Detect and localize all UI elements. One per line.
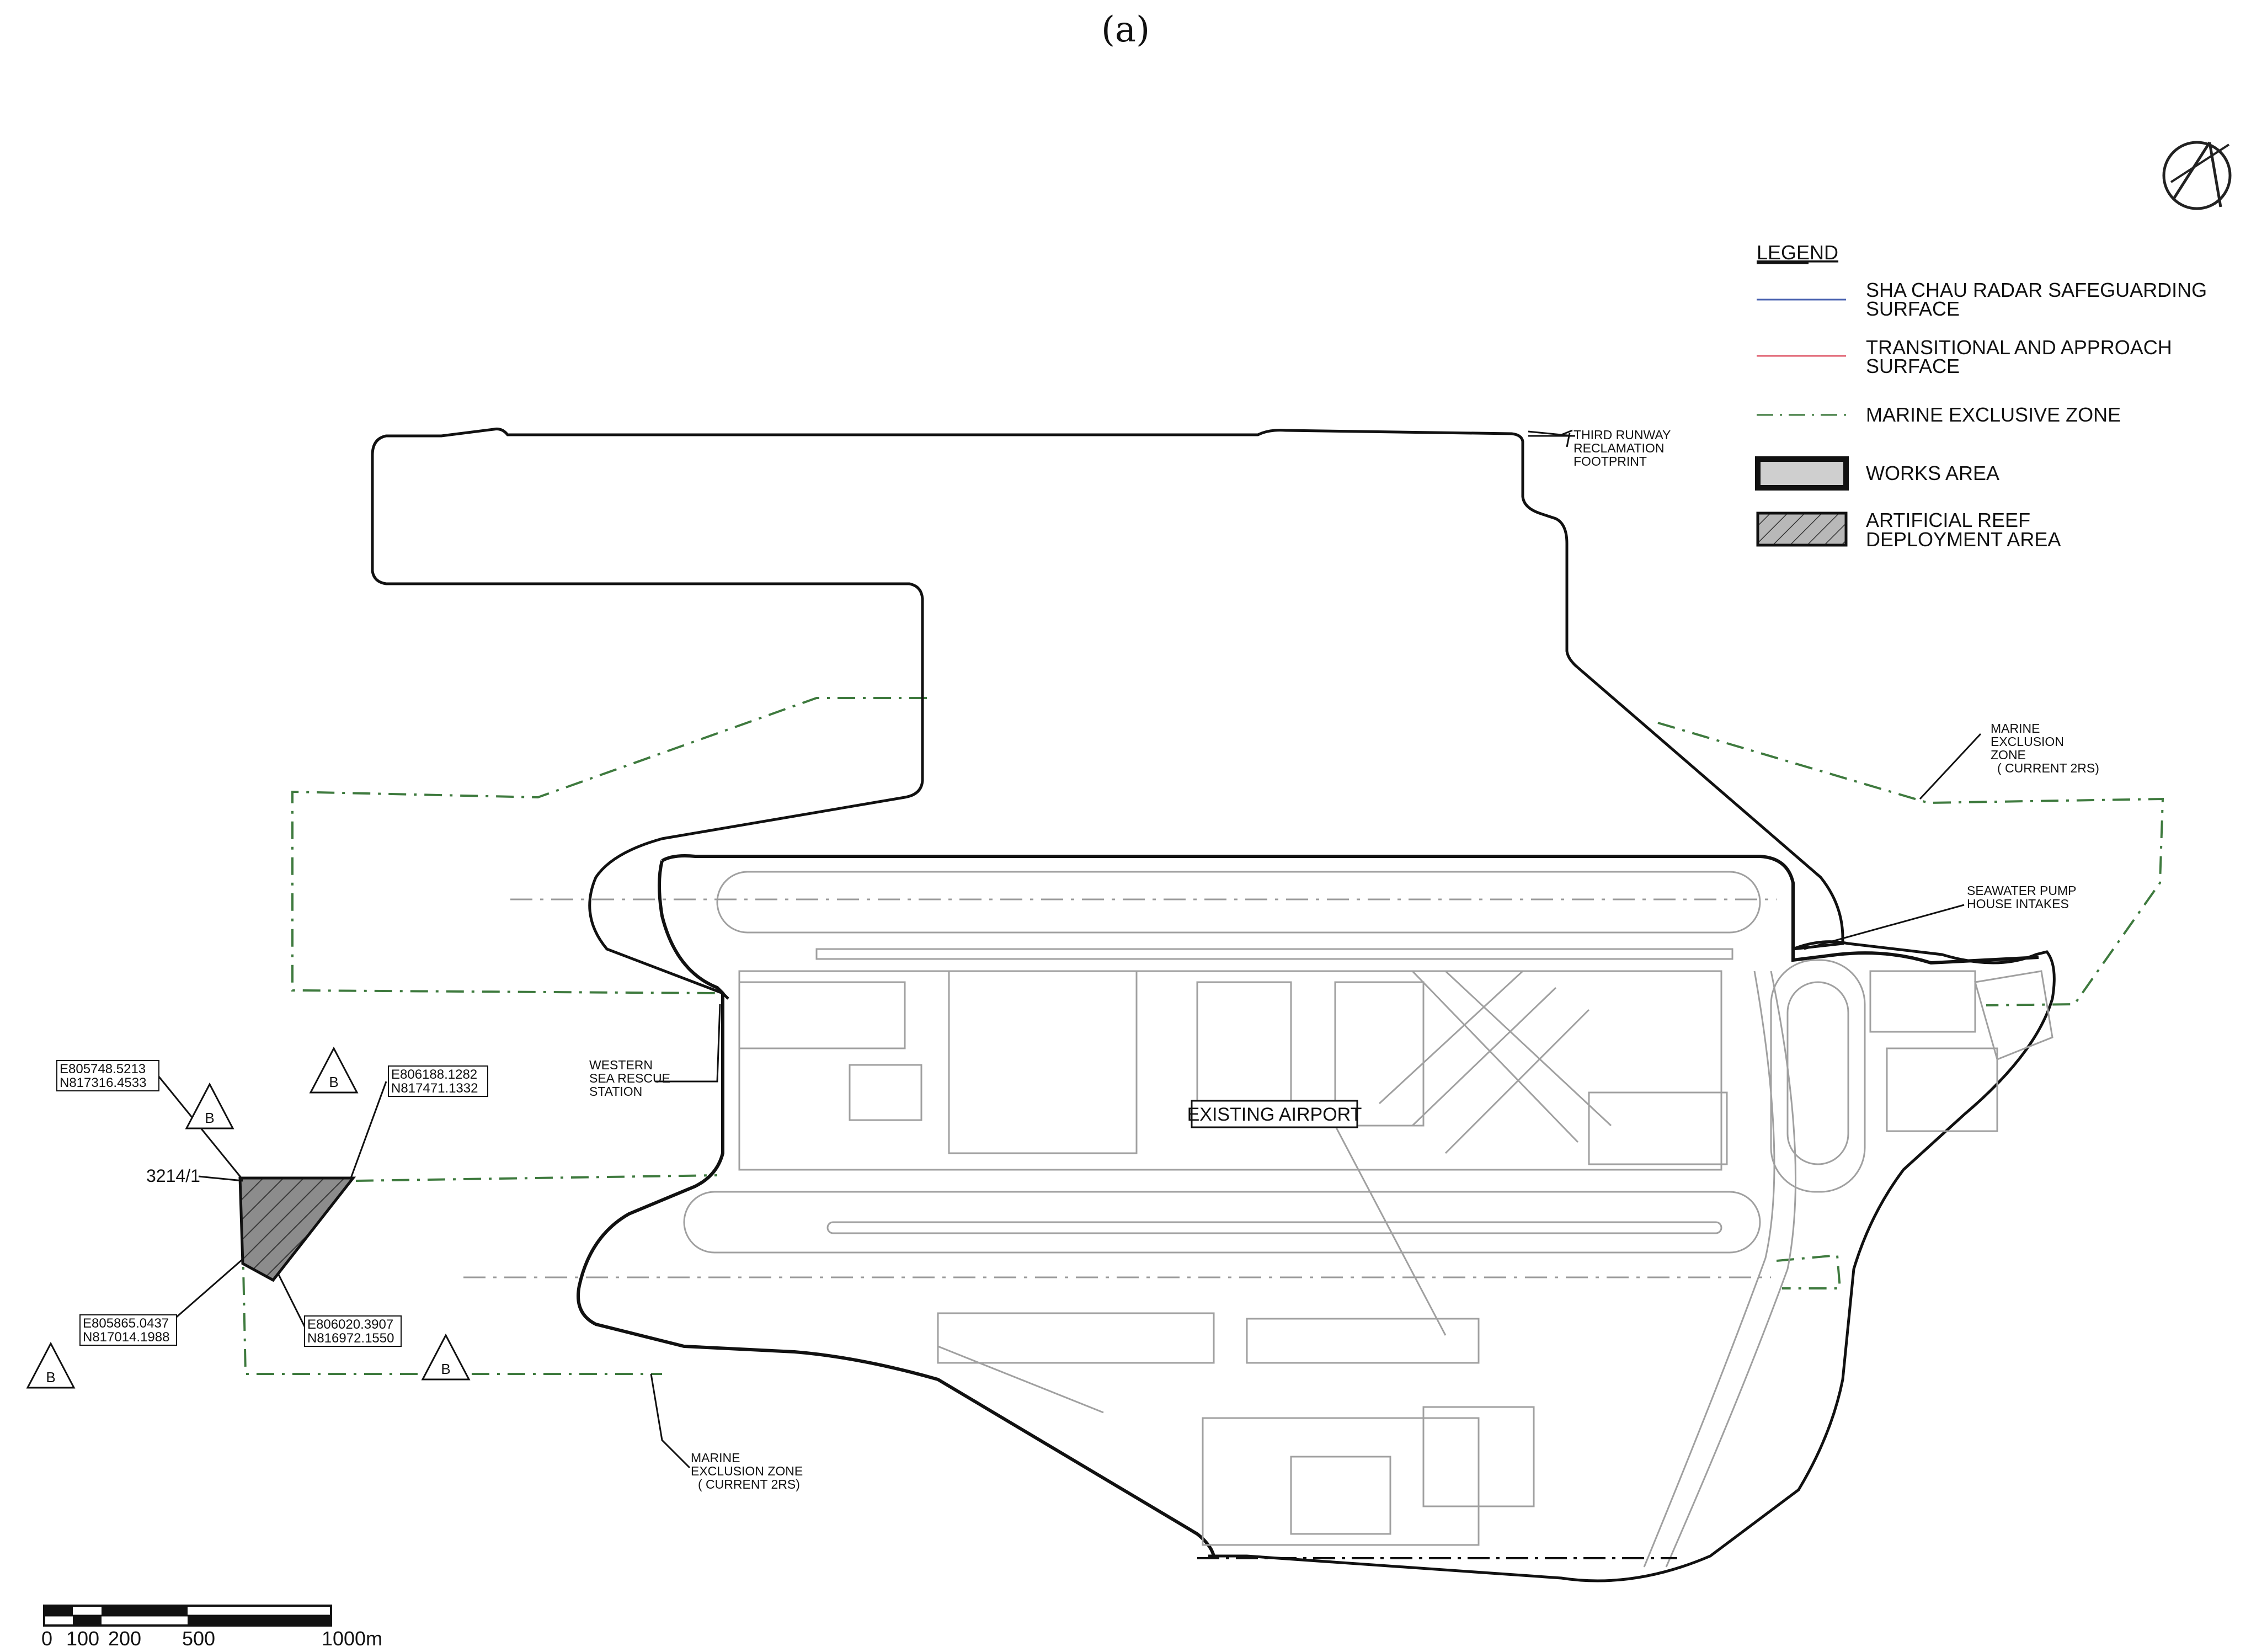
section-marker-b: B	[185, 1082, 234, 1129]
scale-tick-0: 0	[41, 1627, 52, 1650]
legend-marine-line-1: MARINE EXCLUSIVE ZONE	[1866, 403, 2121, 426]
legend-radar-line-1: SHA CHAU RADAR SAFEGUARDING	[1866, 279, 2207, 301]
svg-text:SHA CHAU RADAR SAFEGUARDING: SHA CHAU RADAR SAFEGUARDING	[1866, 279, 2207, 301]
svg-text:HOUSE INTAKES: HOUSE INTAKES	[1967, 897, 2069, 911]
svg-text:N817471.1332: N817471.1332	[391, 1081, 478, 1096]
svg-text:E805748.5213: E805748.5213	[60, 1062, 146, 1077]
svg-text:THIRD RUNWAY: THIRD RUNWAY	[1573, 428, 1671, 442]
svg-text:SURFACE: SURFACE	[1866, 355, 1960, 377]
coord-box-ne: E806188.1282 N817471.1332	[388, 1065, 488, 1097]
scale-bar: 0 100 200 500 1000m	[41, 1605, 382, 1650]
label-western-sea-rescue: WESTERN SEA RESCUE STATION	[589, 1058, 670, 1099]
svg-text:MARINE: MARINE	[691, 1451, 740, 1465]
svg-text:RECLAMATION: RECLAMATION	[1573, 441, 1664, 455]
lot-label: 3214/1	[146, 1166, 200, 1186]
legend: LEGEND SHA CHAU RADAR SAFEGUARDING SURFA…	[1755, 241, 2207, 551]
marine-exclusion-zone	[242, 697, 2164, 1375]
svg-text:B: B	[441, 1361, 450, 1377]
legend-item-works-area: WORKS AREA	[1755, 456, 1999, 491]
svg-text:E805865.0437: E805865.0437	[83, 1316, 169, 1331]
svg-text:MARINE: MARINE	[1991, 721, 2040, 736]
legend-reef-line-1: ARTIFICIAL REEF	[1866, 509, 2030, 531]
svg-text:TRANSITIONAL AND APPROACH: TRANSITIONAL AND APPROACH	[1866, 336, 2172, 359]
label-existing-airport: EXISTING AIRPORT	[1187, 1100, 1362, 1128]
svg-text:( CURRENT 2RS): ( CURRENT 2RS)	[1997, 761, 2099, 775]
scale-tick-200: 200	[108, 1627, 141, 1650]
svg-text:N817316.4533: N817316.4533	[60, 1075, 146, 1090]
legend-item-marine-zone: MARINE EXCLUSIVE ZONE	[1757, 403, 2121, 426]
existing-airport-outline	[577, 854, 2039, 1557]
legend-transitional-line-1: TRANSITIONAL AND APPROACH	[1866, 336, 2172, 359]
svg-text:B: B	[46, 1369, 55, 1385]
legend-item-artificial-reef: ARTIFICIAL REEF DEPLOYMENT AREA	[1756, 509, 2061, 551]
existing-airport-detail	[463, 871, 2053, 1568]
svg-text:WORKS AREA: WORKS AREA	[1866, 462, 1999, 484]
artificial-reef-area	[238, 1176, 356, 1282]
svg-text:WESTERN: WESTERN	[589, 1058, 653, 1072]
svg-text:ZONE: ZONE	[1991, 748, 2026, 762]
svg-text:N816972.1550: N816972.1550	[307, 1331, 394, 1346]
svg-text:E806020.3907: E806020.3907	[307, 1317, 393, 1332]
svg-text:E806188.1282: E806188.1282	[391, 1067, 477, 1082]
svg-text:B: B	[329, 1074, 338, 1090]
legend-works-line-1: WORKS AREA	[1866, 462, 1999, 484]
coord-box-se: E806020.3907 N816972.1550	[304, 1315, 402, 1347]
svg-text:SEAWATER PUMP: SEAWATER PUMP	[1967, 883, 2077, 898]
svg-text:SURFACE: SURFACE	[1866, 297, 1960, 320]
legend-radar-line-2: SURFACE	[1866, 297, 1960, 320]
panel-label: (a)	[1101, 9, 1150, 50]
svg-text:ARTIFICIAL REEF: ARTIFICIAL REEF	[1866, 509, 2030, 531]
footprint-north-loop	[371, 428, 1258, 1000]
svg-text:N817014.1988: N817014.1988	[83, 1330, 169, 1345]
legend-item-radar: SHA CHAU RADAR SAFEGUARDING SURFACE	[1757, 279, 2207, 320]
svg-text:DEPLOYMENT AREA: DEPLOYMENT AREA	[1866, 528, 2061, 551]
section-marker-b: B	[309, 1046, 359, 1094]
coord-box-sw: E805865.0437 N817014.1988	[79, 1314, 177, 1346]
north-arrow-icon	[2162, 141, 2232, 210]
scale-tick-1000: 1000m	[322, 1627, 382, 1650]
section-markers: B B B B	[26, 1046, 471, 1389]
svg-text:SEA RESCUE: SEA RESCUE	[589, 1071, 670, 1085]
legend-transitional-line-2: SURFACE	[1866, 355, 1960, 377]
svg-text:EXCLUSION ZONE: EXCLUSION ZONE	[691, 1464, 803, 1478]
svg-text:EXCLUSION: EXCLUSION	[1991, 734, 2064, 749]
legend-item-transitional: TRANSITIONAL AND APPROACH SURFACE	[1757, 336, 2172, 377]
svg-text:EXISTING AIRPORT: EXISTING AIRPORT	[1187, 1104, 1362, 1125]
label-marine-zone-s: MARINE EXCLUSION ZONE ( CURRENT 2RS)	[691, 1451, 803, 1491]
svg-text:( CURRENT 2RS): ( CURRENT 2RS)	[698, 1477, 800, 1491]
svg-text:B: B	[205, 1110, 214, 1126]
label-marine-zone-ne: MARINE EXCLUSION ZONE ( CURRENT 2RS)	[1991, 721, 2099, 775]
coord-box-nw: E805748.5213 N817316.4533	[56, 1060, 159, 1091]
legend-title: LEGEND	[1757, 241, 1838, 264]
scale-tick-100: 100	[66, 1627, 99, 1650]
section-marker-b: B	[421, 1333, 471, 1381]
svg-text:STATION: STATION	[589, 1084, 642, 1099]
svg-text:FOOTPRINT: FOOTPRINT	[1573, 454, 1647, 468]
legend-reef-line-2: DEPLOYMENT AREA	[1866, 528, 2061, 551]
svg-text:MARINE EXCLUSIVE ZONE: MARINE EXCLUSIVE ZONE	[1866, 403, 2121, 426]
label-third-runway: THIRD RUNWAY RECLAMATION FOOTPRINT	[1573, 428, 1671, 468]
scale-tick-500: 500	[182, 1627, 215, 1650]
third-runway-footprint	[508, 429, 2056, 1582]
label-seawater-intakes: SEAWATER PUMP HOUSE INTAKES	[1967, 883, 2077, 911]
section-marker-b: B	[26, 1341, 76, 1389]
